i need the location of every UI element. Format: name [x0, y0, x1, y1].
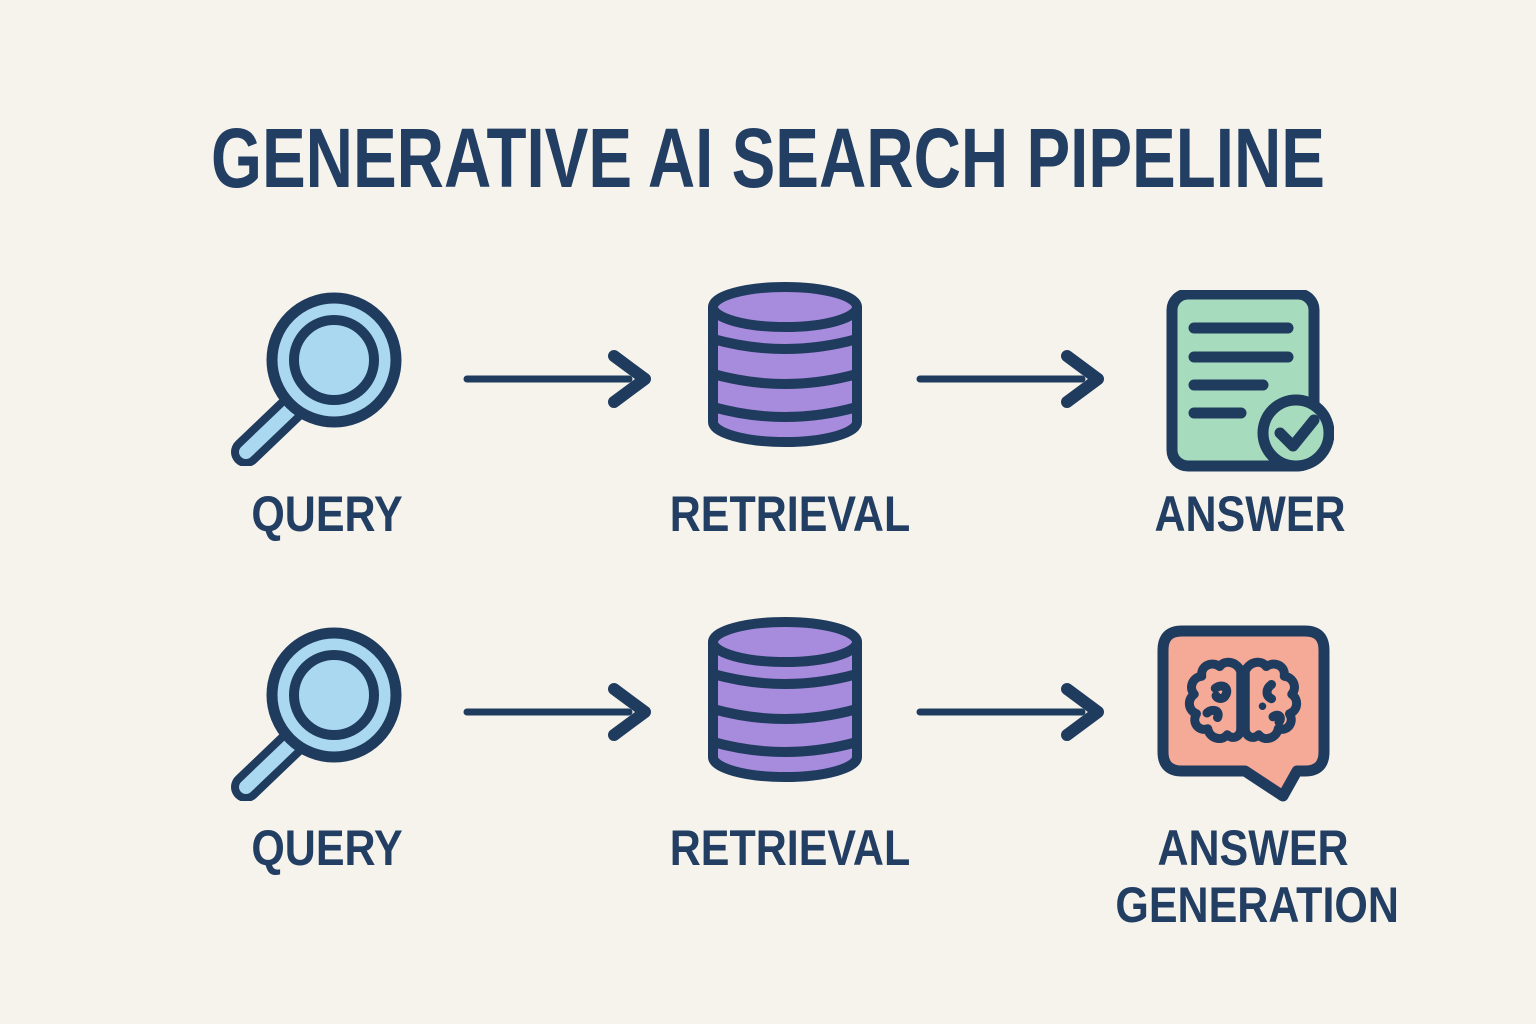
arrow-icon — [916, 350, 1104, 408]
step-label-query: QUERY — [251, 820, 403, 876]
magnifier-icon — [231, 627, 402, 801]
step-label-answer: ANSWER — [1154, 486, 1346, 542]
page-title: GENERATIVE AI SEARCH PIPELINE — [210, 111, 1326, 205]
arrow-icon — [463, 350, 651, 408]
arrow-icon — [916, 683, 1104, 741]
arrow-icon — [463, 683, 651, 741]
step-label-answer-generation: ANSWER GENERATION — [1115, 820, 1399, 933]
magnifier-icon — [231, 292, 402, 466]
brain-speech-bubble-icon — [1157, 625, 1330, 802]
step-label-retrieval: RETRIEVAL — [669, 486, 911, 542]
step-label-retrieval: RETRIEVAL — [669, 820, 911, 876]
database-icon — [708, 282, 862, 447]
document-check-icon — [1166, 290, 1334, 472]
step-label-query: QUERY — [251, 486, 403, 542]
database-icon — [708, 617, 862, 782]
